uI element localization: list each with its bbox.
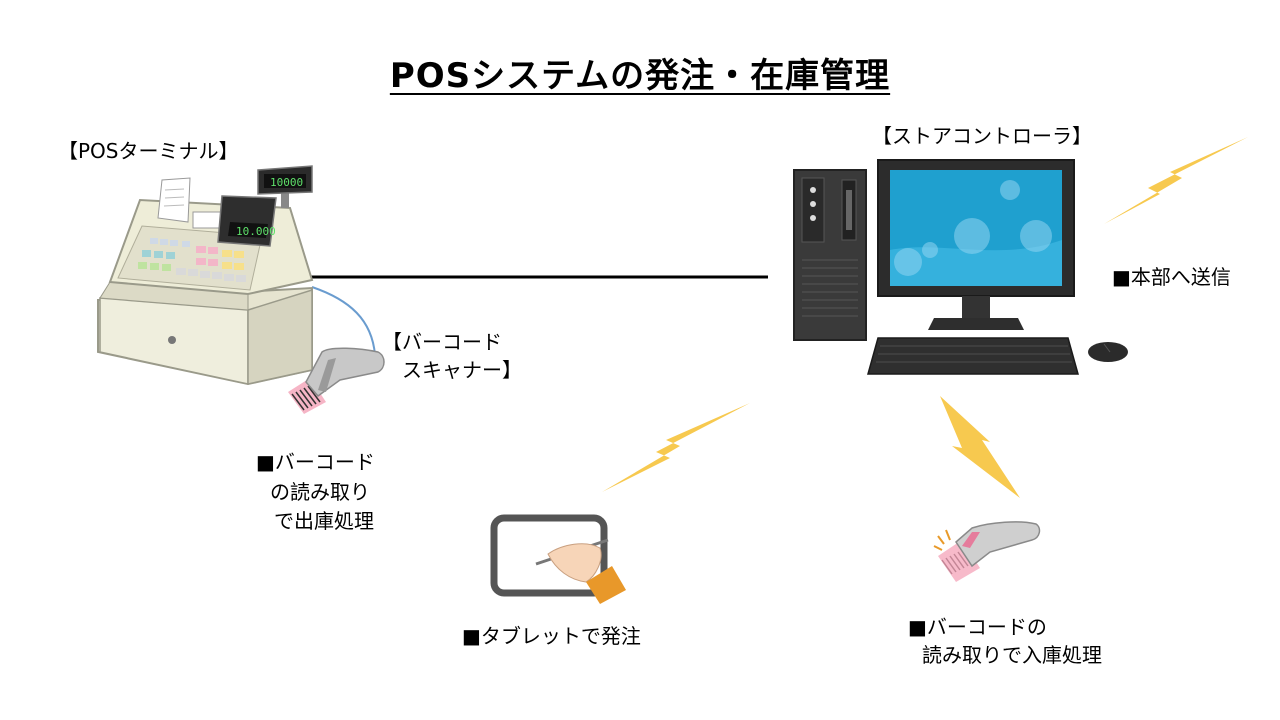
pos-terminal-label: 【POSターミナル】 (58, 139, 239, 163)
lightning-bolt-hq (1104, 137, 1248, 224)
scanner-label-line1: 【バーコード (382, 330, 502, 354)
tablet-icon (490, 514, 626, 604)
store-controller-label: 【ストアコントローラ】 (872, 124, 1092, 148)
lightning-bolt-scanner (940, 396, 1020, 498)
barcode-scanner-icon (288, 347, 385, 414)
page-title: POSシステムの発注・在庫管理 (389, 56, 891, 96)
outbound-label-line3: で出庫処理 (274, 509, 374, 533)
lightning-bolt-tablet (602, 403, 750, 492)
handheld-scanner-icon (933, 521, 1041, 582)
tablet-order-label: ■タブレットで発注 (462, 624, 641, 648)
hq-send-label: ■本部へ送信 (1112, 265, 1231, 289)
inbound-label-line2: 読み取りで入庫処理 (922, 643, 1102, 667)
inbound-label-line1: ■バーコードの (908, 615, 1047, 639)
scanner-label-line2: スキャナー】 (402, 358, 522, 382)
glove-cuff (586, 566, 626, 604)
scanner-cable (311, 286, 376, 356)
store-controller-computer-icon (793, 159, 1128, 375)
register-display-digits: 10000 (270, 176, 303, 189)
outbound-label-line1: ■バーコード (256, 450, 375, 474)
cash-register-icon: 10.000 10000 (97, 165, 314, 386)
register-screen-digits: 10.000 (236, 225, 276, 238)
outbound-label-line2: の読み取り (270, 480, 370, 504)
